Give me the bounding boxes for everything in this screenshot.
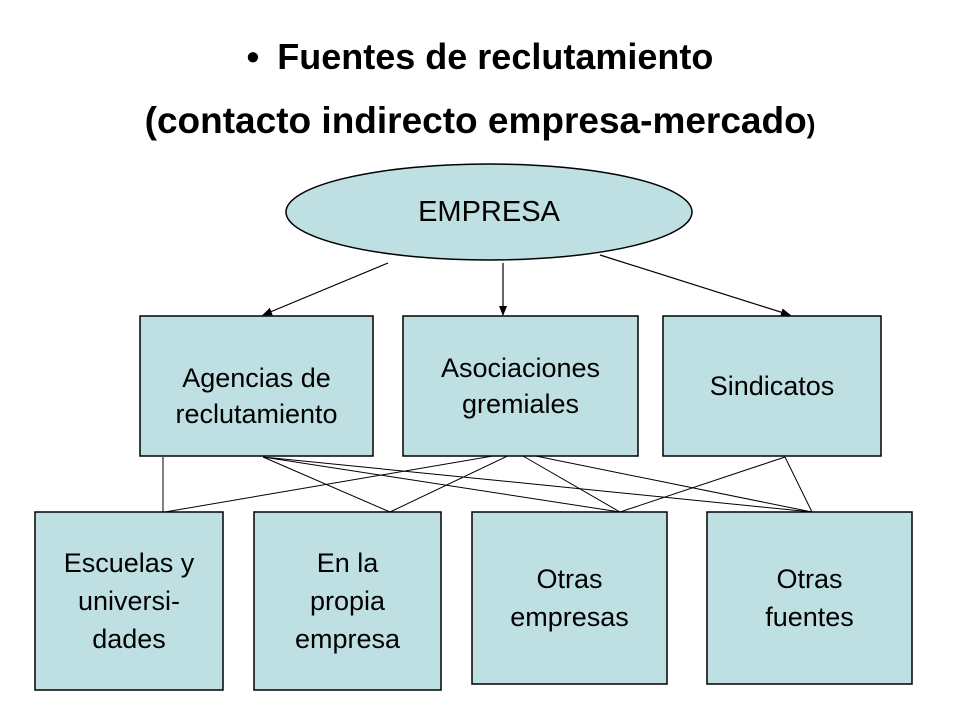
bullet-icon: • bbox=[246, 36, 260, 77]
connector-line bbox=[784, 456, 813, 513]
box-otras-empresas bbox=[471, 511, 668, 685]
connector-line bbox=[262, 456, 813, 513]
title-line-1: • Fuentes de reclutamiento bbox=[0, 36, 960, 78]
box-escuelas bbox=[34, 511, 224, 691]
arrow-to-agencias bbox=[262, 262, 389, 316]
title-paren-close: ) bbox=[806, 109, 816, 139]
root-ellipse bbox=[285, 163, 693, 261]
connector-lines bbox=[162, 451, 813, 513]
connector-line bbox=[262, 456, 621, 513]
bottom-label-otras-empresas: Otras empresas bbox=[510, 564, 629, 632]
connector-line bbox=[619, 456, 786, 513]
bottom-label-otras-fuentes: Otras fuentes bbox=[765, 564, 854, 632]
box-propia-empresa bbox=[253, 511, 442, 691]
subtitle-text: contacto indirecto empresa-mercado bbox=[156, 100, 807, 141]
connector-line bbox=[515, 451, 621, 513]
title-paren-open: ( bbox=[144, 100, 157, 141]
title-line-2: (contacto indirecto empresa-mercado) bbox=[0, 100, 960, 142]
arrow-to-sindicatos bbox=[599, 254, 791, 317]
connector-line bbox=[389, 451, 517, 513]
middle-label-agencias: Agencias de reclutamiento bbox=[175, 363, 338, 429]
box-asociaciones bbox=[402, 315, 639, 457]
bottom-label-escuelas: Escuelas y universi- dades bbox=[63, 548, 195, 654]
connector-line bbox=[515, 451, 813, 513]
root-label: EMPRESA bbox=[418, 196, 560, 228]
middle-label-asociaciones: Asociaciones gremiales bbox=[440, 353, 601, 419]
box-sindicatos bbox=[662, 315, 882, 457]
connector-line bbox=[164, 451, 517, 513]
title-text: Fuentes de reclutamiento bbox=[277, 36, 714, 77]
bottom-label-propia-empresa: En la propia empresa bbox=[294, 548, 401, 654]
box-agencias bbox=[139, 315, 374, 457]
middle-label-sindicatos: Sindicatos bbox=[709, 371, 835, 401]
box-otras-fuentes bbox=[706, 511, 913, 685]
